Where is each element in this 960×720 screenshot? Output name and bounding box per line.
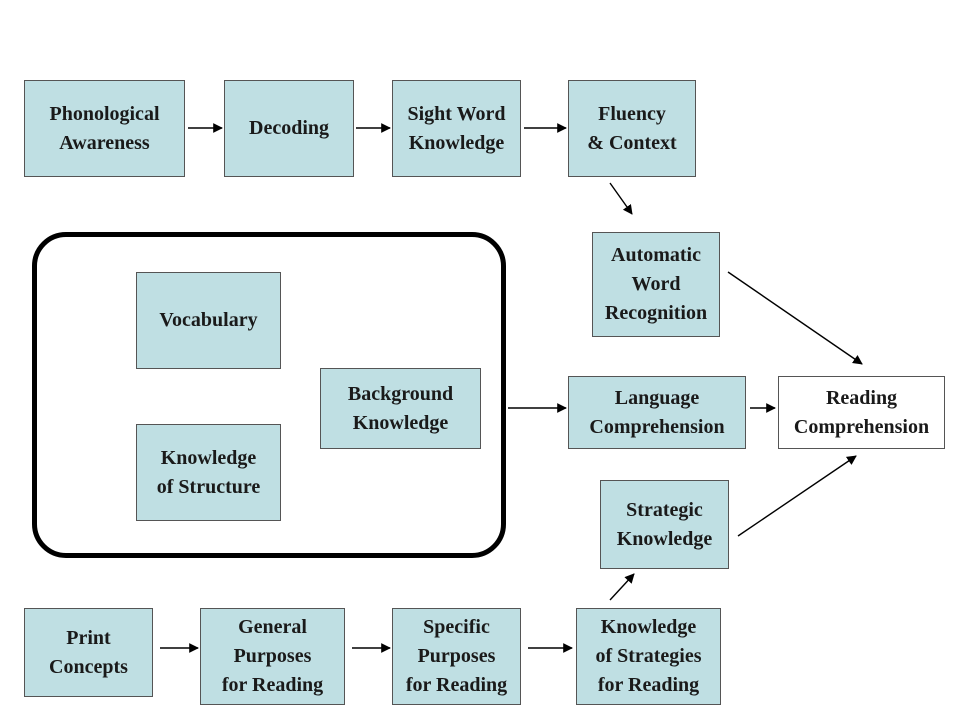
node-general-purposes: General Purposes for Reading	[200, 608, 345, 705]
node-knowledge-of-structure: Knowledge of Structure	[136, 424, 281, 521]
node-vocabulary: Vocabulary	[136, 272, 281, 369]
node-print-concepts: Print Concepts	[24, 608, 153, 697]
node-automatic-word-recognition: Automatic Word Recognition	[592, 232, 720, 337]
arrow-automatic-to-reading	[727, 271, 863, 365]
node-phonological-awareness: Phonological Awareness	[24, 80, 185, 177]
node-reading-comprehension: Reading Comprehension	[778, 376, 945, 449]
arrow-fluency-to-automatic	[609, 182, 633, 215]
node-strategic-knowledge: Strategic Knowledge	[600, 480, 729, 569]
node-decoding: Decoding	[224, 80, 354, 177]
node-specific-purposes: Specific Purposes for Reading	[392, 608, 521, 705]
arrow-strategic-to-reading	[737, 455, 857, 537]
node-fluency-context: Fluency & Context	[568, 80, 696, 177]
language-knowledge-group	[32, 232, 506, 558]
node-background-knowledge: Background Knowledge	[320, 368, 481, 449]
node-language-comprehension: Language Comprehension	[568, 376, 746, 449]
node-knowledge-of-strategies: Knowledge of Strategies for Reading	[576, 608, 721, 705]
arrow-strategies-to-strategic	[609, 573, 635, 601]
node-sight-word-knowledge: Sight Word Knowledge	[392, 80, 521, 177]
